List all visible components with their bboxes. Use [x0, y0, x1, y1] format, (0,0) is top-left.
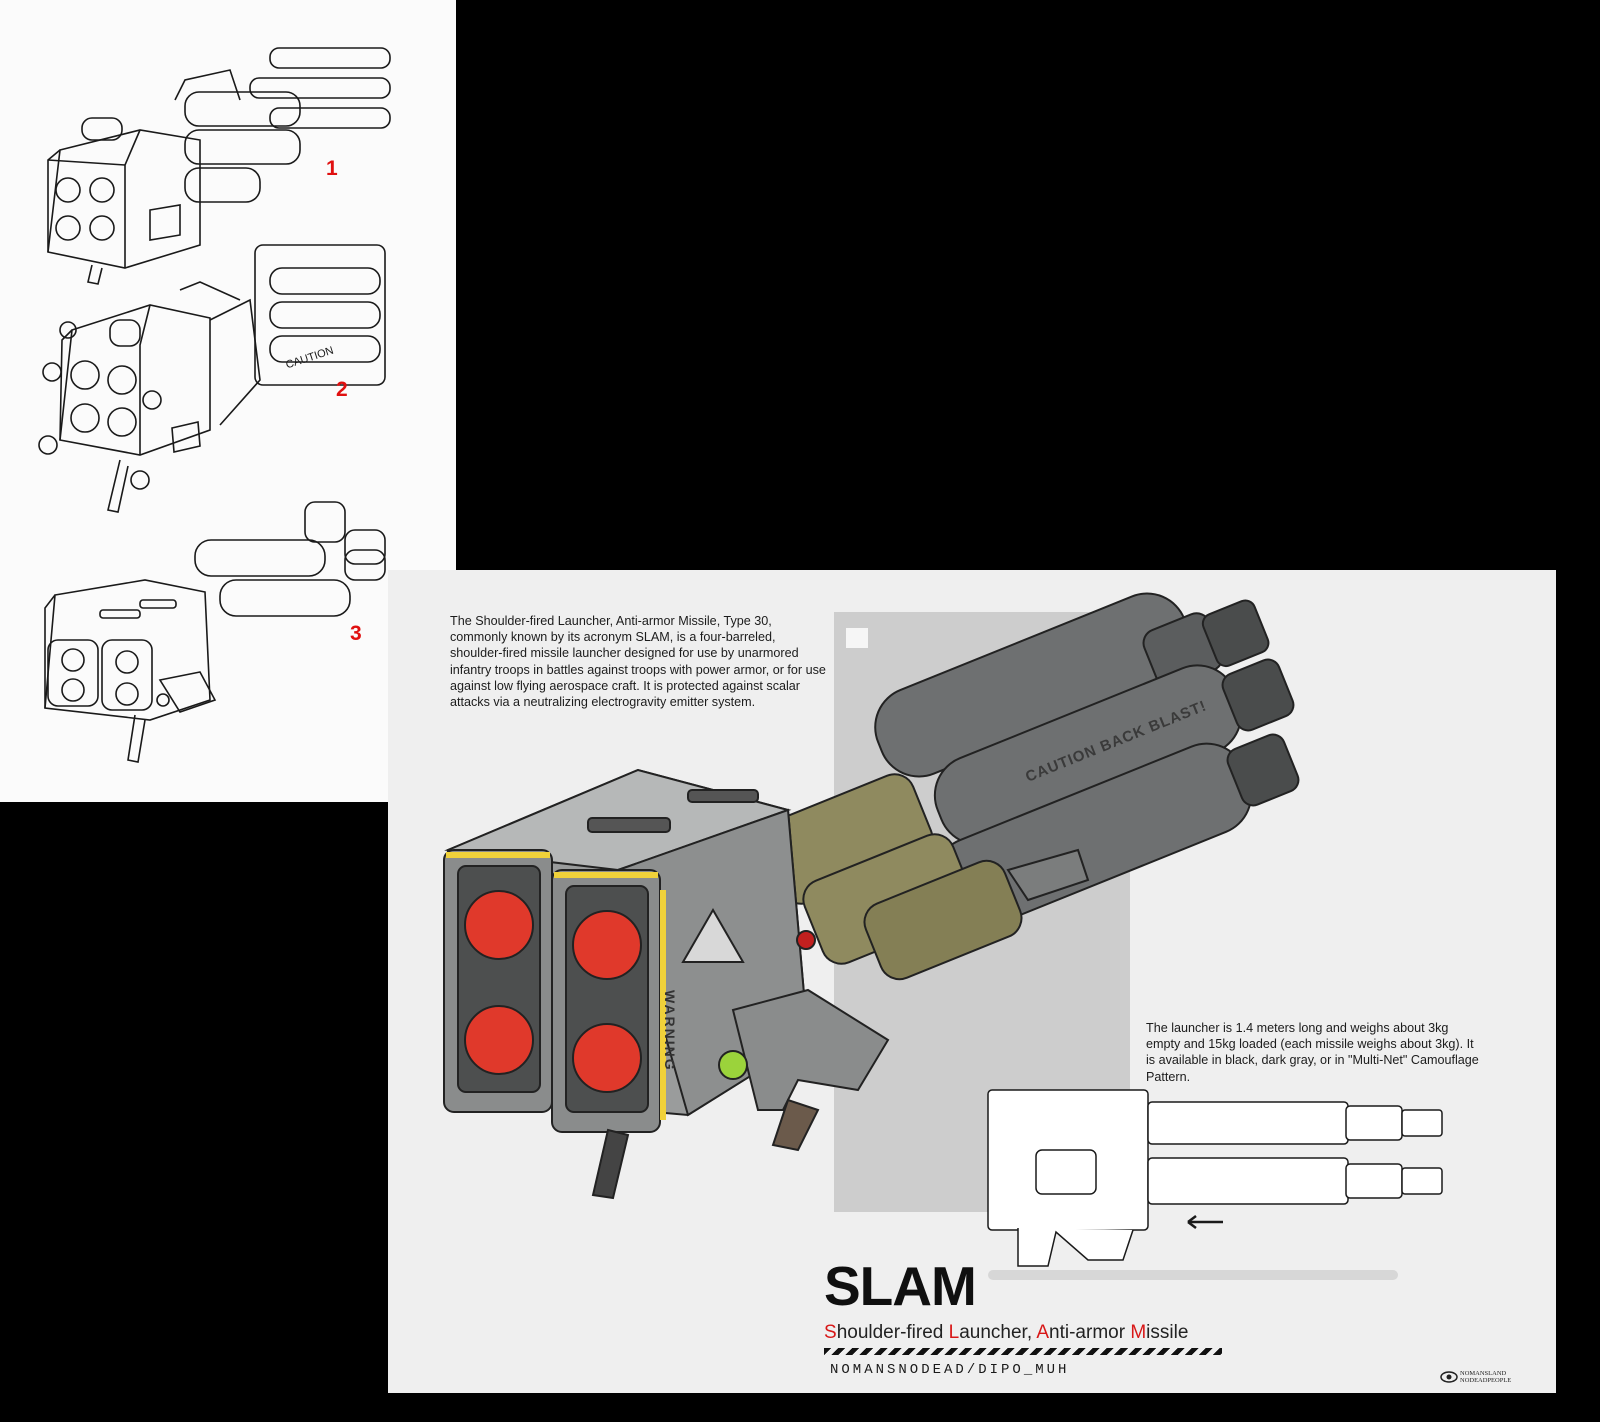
- sketch-number-3: 3: [350, 622, 362, 645]
- page-subtitle: Shoulder-fired Launcher, Anti-armor Miss…: [824, 1322, 1188, 1344]
- subtitle-word-1: houlder-fired: [836, 1322, 949, 1343]
- subtitle-letter-a: A: [1036, 1322, 1050, 1343]
- sketch-number-2: 2: [336, 378, 348, 401]
- subtitle-letter-m: M: [1130, 1322, 1147, 1343]
- specs-paragraph: The launcher is 1.4 meters long and weig…: [1146, 1021, 1479, 1084]
- subtitle-word-3: nti-armor: [1049, 1322, 1131, 1343]
- launcher-sketches: [38, 47, 391, 763]
- page-title: SLAM: [824, 1255, 977, 1317]
- studio-logo-icon: [1440, 1371, 1458, 1383]
- background-square: [846, 628, 868, 648]
- artist-credit: NOMANSNODEAD/DIPO_MUH: [830, 1362, 1070, 1378]
- sketch-panel: 1 2 3 CAUTION: [0, 0, 456, 802]
- logo-line-2: NODEADPEOPLE: [1460, 1377, 1512, 1384]
- sketch-1-drawing: [47, 47, 391, 285]
- logo-line-1: NOMANSLAND: [1460, 1370, 1507, 1377]
- slam-launcher-illustration: CAUTION BACK BLAST!: [443, 592, 1443, 1280]
- sketch-number-1: 1: [326, 157, 338, 180]
- hazard-stripe-divider: [824, 1348, 1222, 1355]
- subtitle-word-4: issile: [1146, 1322, 1189, 1343]
- description-paragraph: The Shoulder-fired Launcher, Anti-armor …: [450, 614, 826, 710]
- schematic-side-view: [987, 1089, 1443, 1267]
- studio-logo: NOMANSLAND NODEADPEOPLE: [1440, 1370, 1512, 1384]
- concept-sheet: CAUTION BACK BLAST!: [388, 570, 1556, 1393]
- warning-decal: WARNING: [662, 990, 678, 1072]
- sketch-2-drawing: [38, 244, 386, 513]
- subtitle-letter-s: S: [824, 1322, 837, 1343]
- subtitle-word-2: auncher,: [959, 1322, 1037, 1343]
- sketch-3-drawing: [44, 501, 386, 763]
- subtitle-letter-l: L: [948, 1322, 960, 1343]
